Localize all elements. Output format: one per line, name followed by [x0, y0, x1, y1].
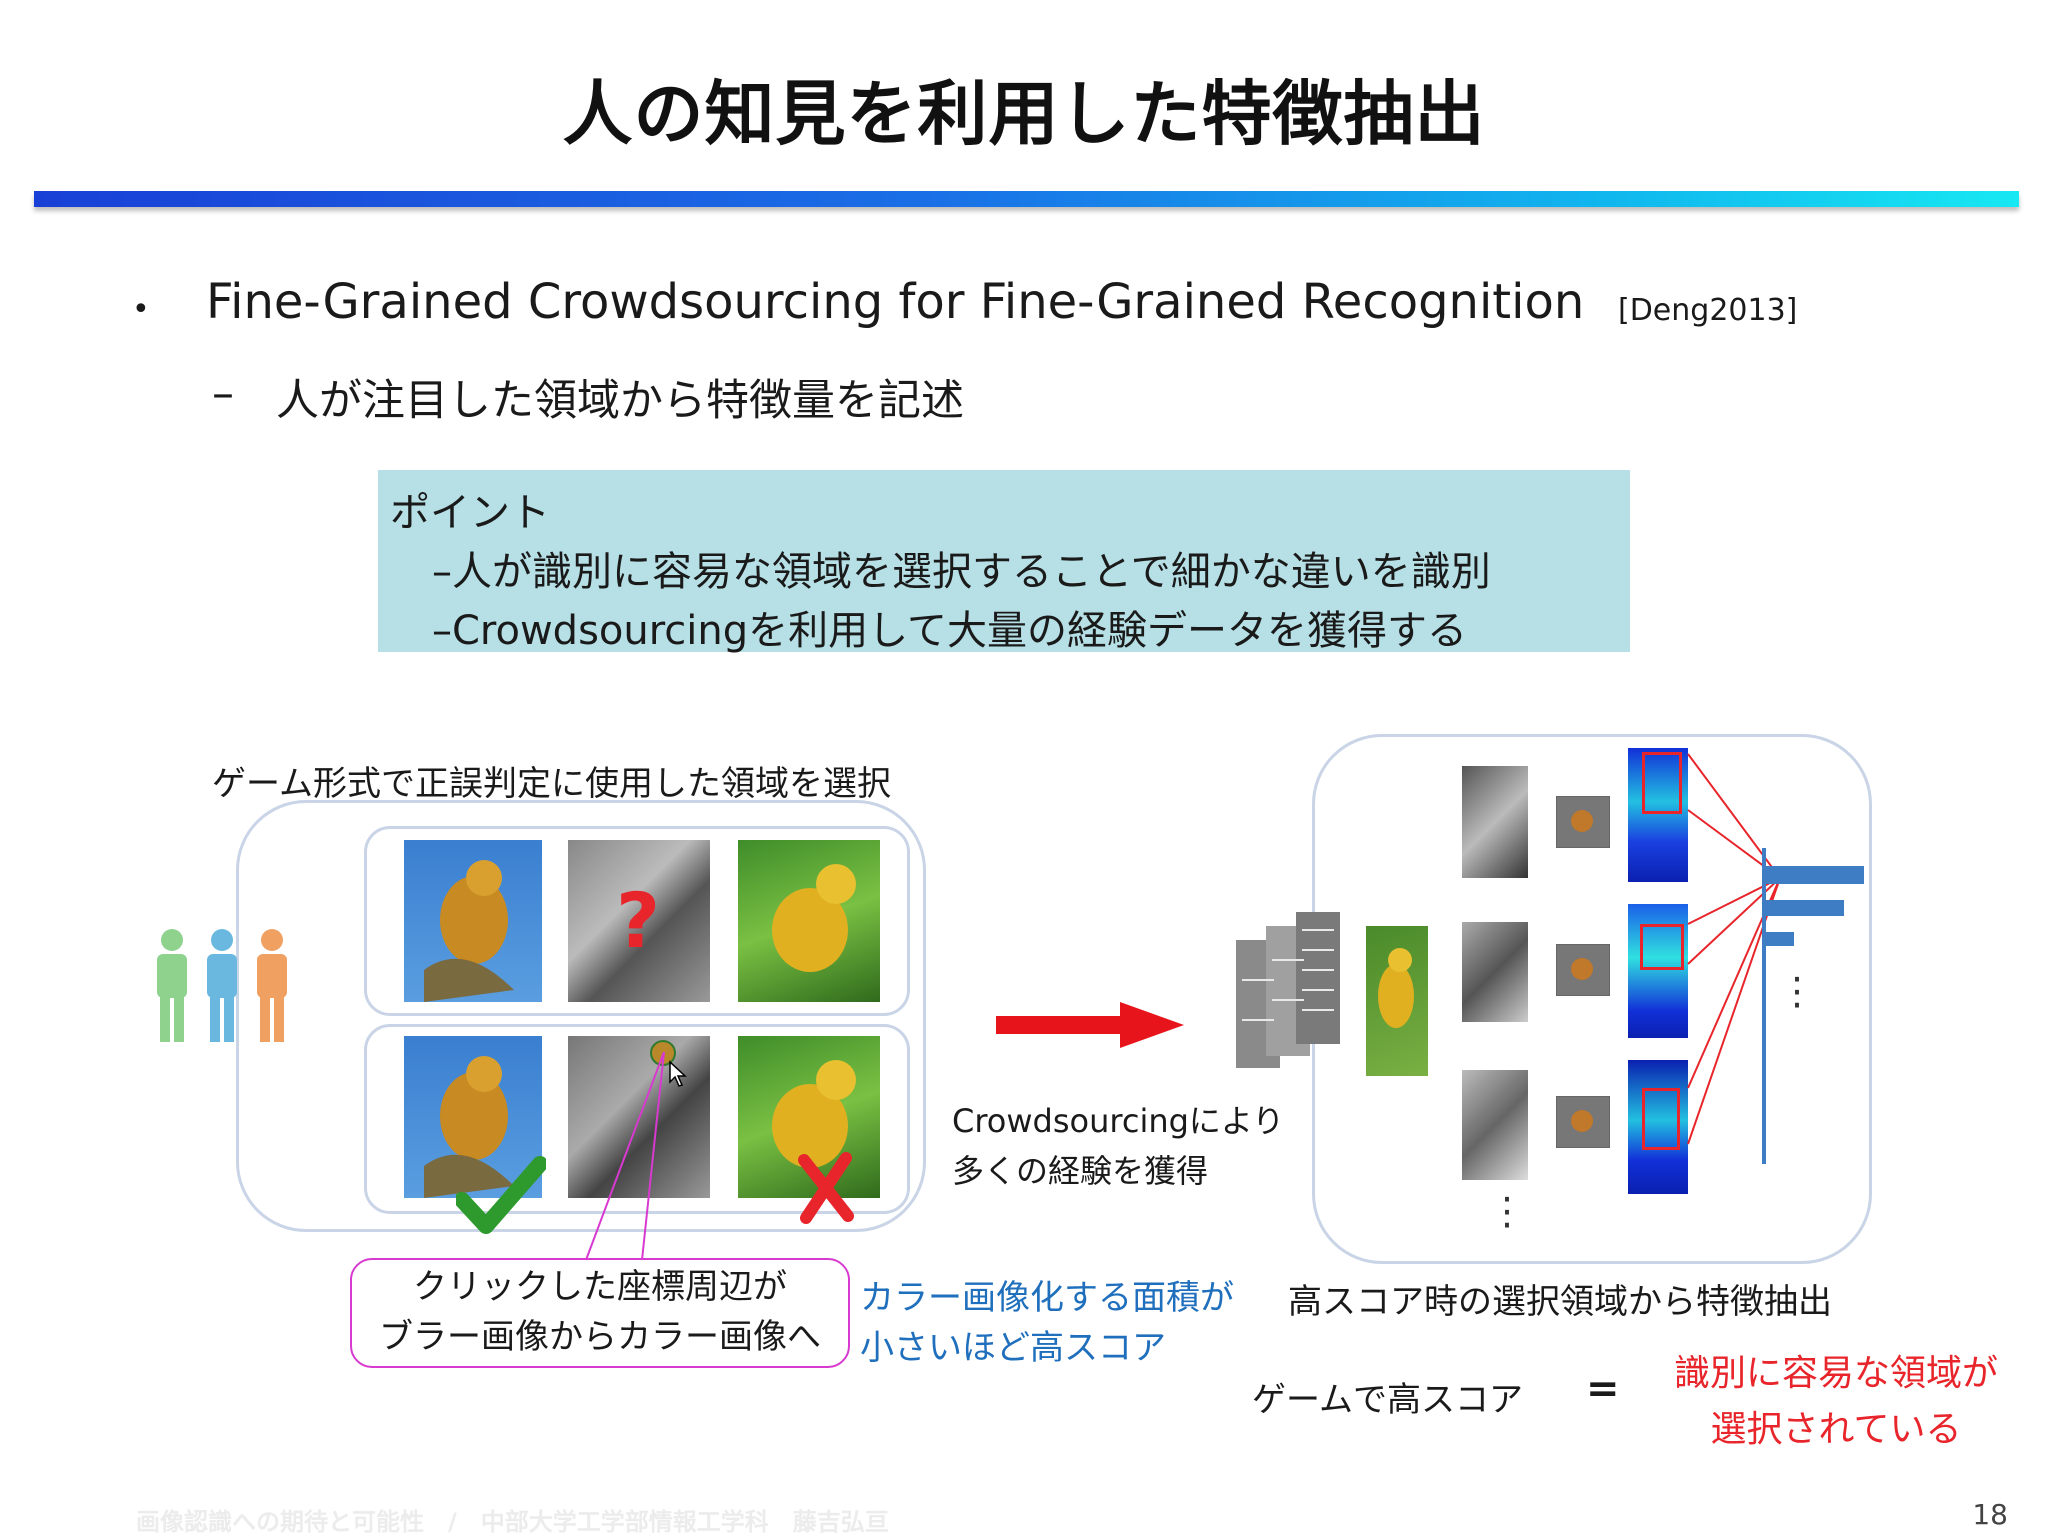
- arrow-caption-2: 多くの経験を獲得: [952, 1152, 1209, 1190]
- game-row-bottom: [364, 1024, 910, 1214]
- footer-text: 画像認識への期待と可能性 / 中部大学工学部情報工学科 藤吉弘亘: [136, 1508, 889, 1536]
- person-icon-2: [207, 929, 237, 1042]
- server-icon: [1236, 912, 1340, 1068]
- blurred-crop-1: [1462, 766, 1528, 878]
- person-icon-3: [257, 929, 287, 1042]
- red-conclusion-line-2: 選択されている: [1710, 1409, 1962, 1450]
- reveal-crop-1: [1556, 796, 1610, 848]
- blurred-bird-image: ?: [568, 840, 710, 1002]
- point-box-title: ポイント: [390, 490, 550, 536]
- heatmap-3: [1628, 1060, 1688, 1194]
- point-box: [378, 470, 1630, 652]
- blue-note-line-2: 小さいほど高スコア: [860, 1328, 1166, 1368]
- reveal-crop-3: [1556, 1096, 1610, 1148]
- right-figure-caption: 高スコア時の選択領域から特徴抽出: [1288, 1282, 1832, 1322]
- feature-histogram: [1762, 848, 1864, 1164]
- sub-bullet-text: 人が注目した領域から特徴量を記述: [276, 376, 964, 426]
- slide-title: 人の知見を利用した特徴抽出: [562, 73, 1486, 155]
- question-mark: ?: [616, 876, 661, 965]
- callout-pointer-lines: [585, 1051, 665, 1261]
- title-underline-bar: [34, 191, 2019, 207]
- reveal-crop-2: [1556, 944, 1610, 996]
- game-outer-frame: [236, 800, 926, 1232]
- check-mark-icon: [456, 1156, 546, 1234]
- callout-line-1: クリックした座標周辺が: [413, 1267, 787, 1307]
- sub-bullet-marker: –: [212, 368, 234, 419]
- game-row-top: [364, 826, 910, 1016]
- person-icon-1: [157, 929, 187, 1042]
- red-conclusion-line-1: 識別に容易な領域が: [1673, 1353, 1998, 1394]
- heatmap-2: [1628, 904, 1688, 1038]
- bullet-main-text: Fine-Grained Crowdsourcing for Fine-Grai…: [206, 274, 1585, 330]
- bird-photo-sky: [404, 840, 542, 1002]
- left-figure-caption: ゲーム形式で正誤判定に使用した領域を選択: [212, 764, 891, 804]
- arrow-caption-1: Crowdsourcingにより: [952, 1102, 1285, 1140]
- crowd-people-icon: [157, 929, 287, 1042]
- grid-dots: ⋮: [1488, 1189, 1526, 1233]
- blurred-crop-2: [1462, 922, 1528, 1022]
- bird-photo-green: [738, 840, 880, 1002]
- input-bird-thumbnail: [1366, 926, 1428, 1076]
- callout-box: クリックした座標周辺が ブラー画像からカラー画像へ: [350, 1258, 850, 1368]
- bullet-citation: [Deng2013]: [1618, 293, 1798, 328]
- red-arrow-icon: [996, 1002, 1184, 1048]
- callout-line-2: ブラー画像からカラー画像へ: [379, 1317, 821, 1357]
- cross-mark-icon: [798, 1152, 854, 1224]
- cursor-icon: [669, 1060, 687, 1087]
- heatmap-1: [1628, 748, 1688, 882]
- histogram-dots: ⋮: [1778, 969, 1816, 1013]
- blurred-crop-3: [1462, 1070, 1528, 1180]
- blue-note-line-1: カラー画像化する面積が: [860, 1278, 1234, 1318]
- equation-sign: =: [1586, 1366, 1620, 1412]
- bullet-marker: •: [132, 292, 150, 327]
- point-box-line-2: –Crowdsourcingを利用して大量の経験データを獲得する: [432, 608, 1467, 654]
- bird-photo-sky-2: [404, 1036, 542, 1198]
- point-box-line-1: –人が識別に容易な領域を選択することで細かな違いを識別: [432, 549, 1491, 595]
- equation-left: ゲームで高スコア: [1252, 1380, 1523, 1420]
- page-number: 18: [1972, 1498, 2008, 1531]
